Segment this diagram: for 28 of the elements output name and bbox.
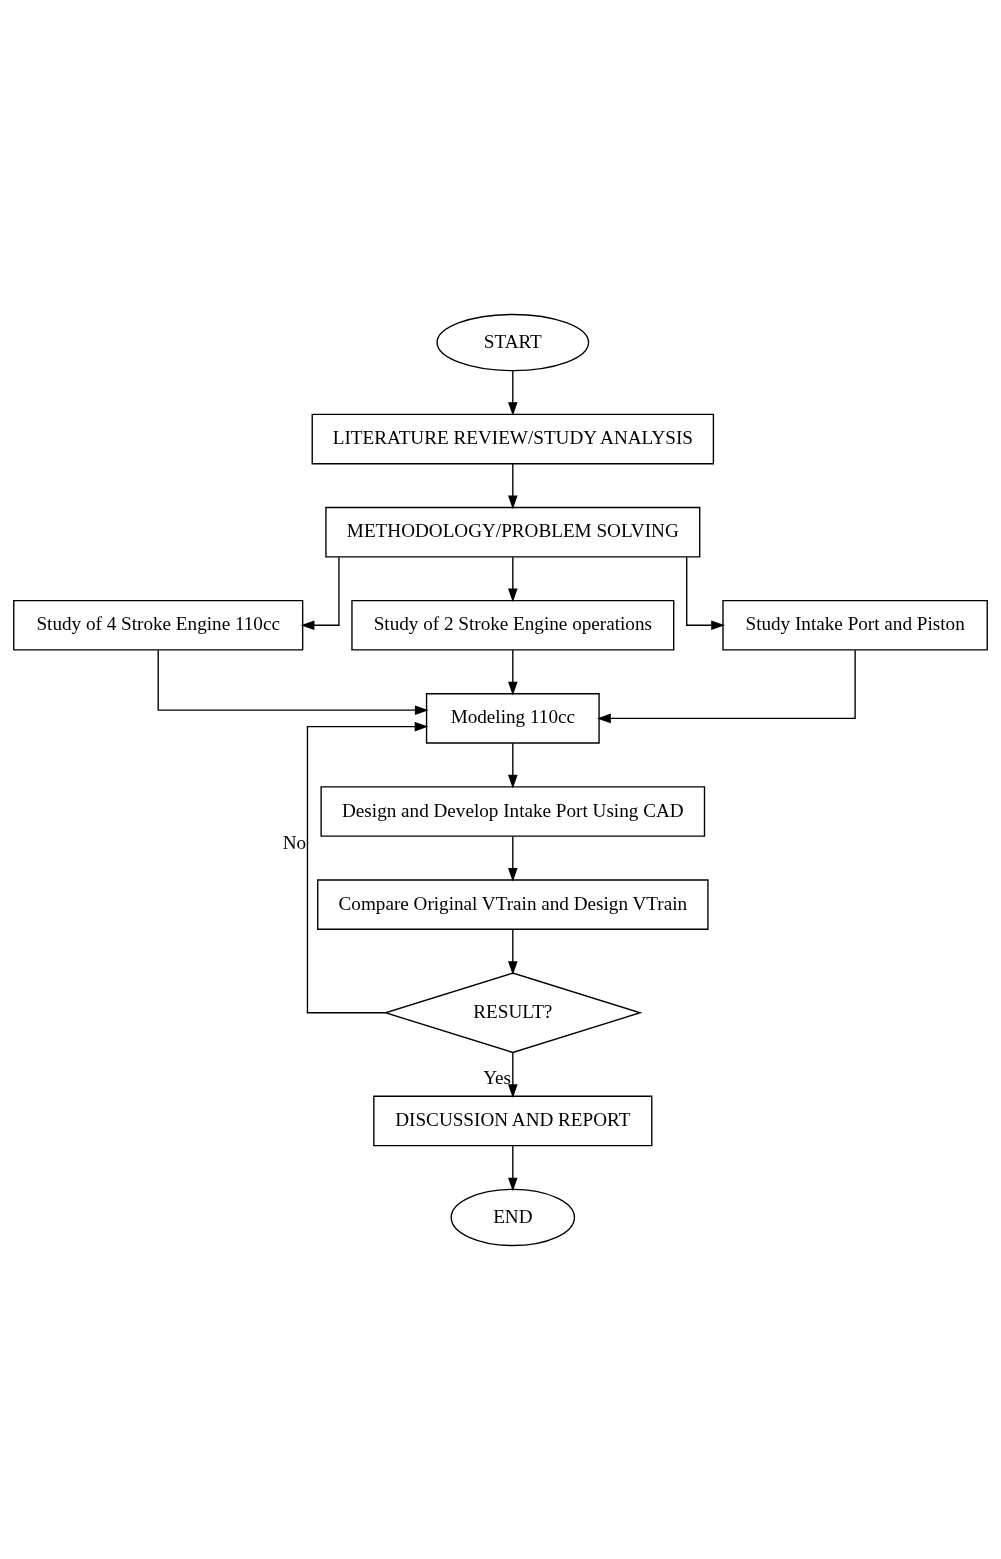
node-box: Compare Original VTrain and Design VTrain <box>317 878 709 930</box>
arrow <box>508 649 518 695</box>
arrow <box>508 555 518 602</box>
node-box: DISCUSSION AND REPORT <box>373 1095 653 1146</box>
arrow <box>508 1144 518 1191</box>
arrow <box>306 721 429 1013</box>
edge-label: No <box>282 831 307 853</box>
arrow <box>686 555 725 630</box>
arrow <box>508 835 518 882</box>
node-box: Modeling 110cc <box>425 692 600 744</box>
node-box: LITERATURE REVIEW/STUDY ANALYSIS <box>311 413 715 464</box>
node-box: Study of 4 Stroke Engine 110cc <box>13 599 304 651</box>
arrow <box>597 649 856 723</box>
arrow <box>508 462 518 509</box>
arrow <box>508 742 518 789</box>
node-diamond: RESULT? <box>383 971 643 1053</box>
arrow <box>508 928 518 975</box>
node-box: Study of 2 Stroke Engine operations <box>351 599 675 651</box>
node-box: Design and Develop Intake Port Using CAD <box>320 785 706 837</box>
node-box: METHODOLOGY/PROBLEM SOLVING <box>325 506 701 557</box>
node-box: Study Intake Port and Piston <box>722 599 988 651</box>
arrow <box>300 555 340 630</box>
node-ellipse: END <box>450 1188 576 1246</box>
arrow <box>508 369 518 416</box>
arrow <box>157 649 429 715</box>
edge-label: Yes <box>483 1066 512 1088</box>
node-ellipse: START <box>436 313 590 371</box>
arrow <box>508 1051 518 1098</box>
